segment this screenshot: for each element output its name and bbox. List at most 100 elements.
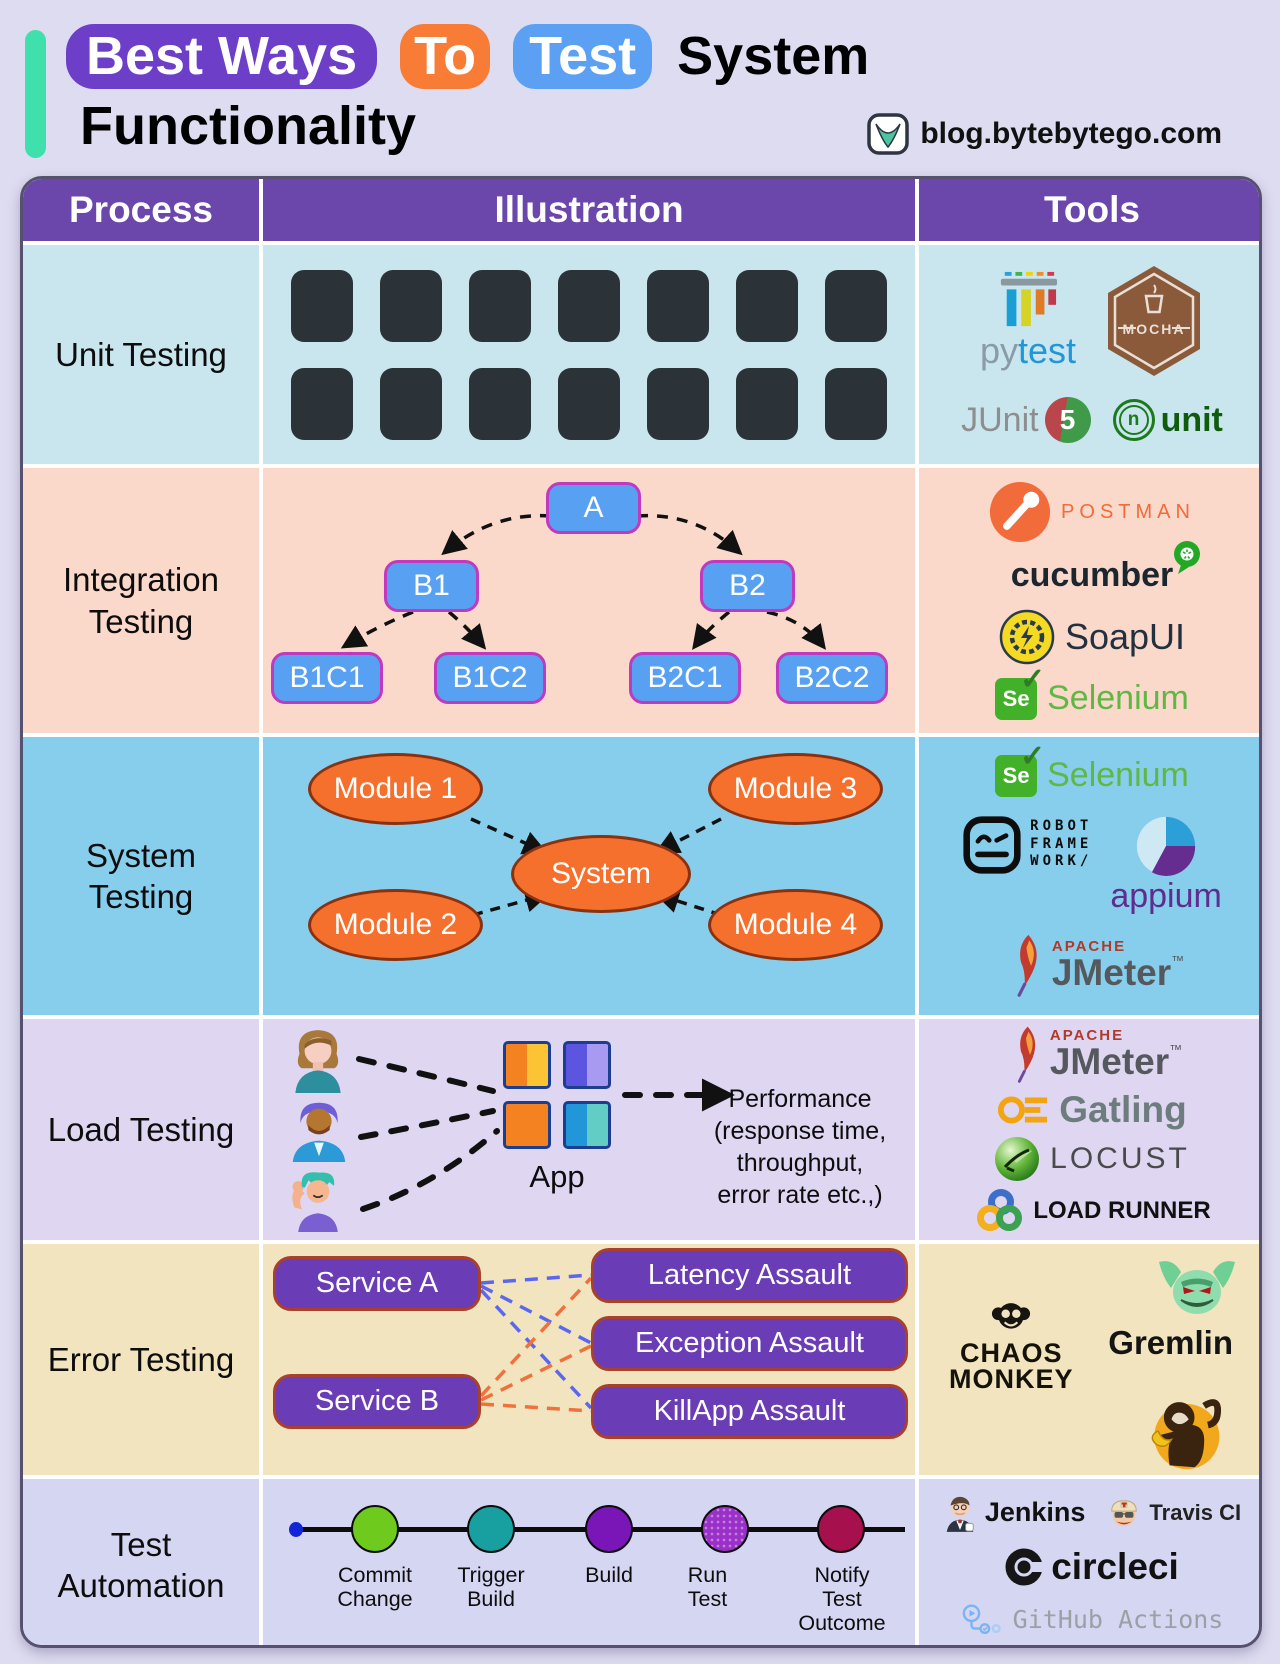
jmeter-tm: ™ [1169, 1041, 1183, 1057]
unit-illustration [263, 245, 915, 464]
pytest-icon [1000, 271, 1058, 327]
system-node-module3: Module 3 [708, 753, 883, 825]
system-node-center: System [511, 835, 691, 913]
circleci-label: circleci [1051, 1546, 1179, 1587]
column-header-illustration: Illustration [263, 179, 915, 241]
system-illustration: Module 1 Module 3 System Module 2 Module… [263, 737, 915, 1015]
pipeline-step-notify [817, 1505, 865, 1553]
gatling-icon [998, 1096, 1048, 1124]
chaos-label-line1: CHAOS [960, 1338, 1063, 1368]
integration-node-b1c1: B1C1 [271, 652, 383, 704]
system-node-module1: Module 1 [308, 753, 483, 825]
locust-icon [995, 1137, 1040, 1182]
jmeter-tm: ™ [1171, 953, 1185, 969]
appium-logo: appium [1110, 815, 1222, 916]
apache-feather-icon [1017, 1026, 1036, 1083]
selenium-check-icon: ✓ [1019, 739, 1046, 773]
selenium-icon: Se ✓ [995, 663, 1045, 720]
integration-illustration: A B1 B2 B1C1 B1C2 B2C1 B2C2 [263, 468, 915, 733]
pytest-label-py: py [979, 330, 1018, 371]
title-highlight-orange: To [400, 24, 491, 90]
error-service-b: Service B [273, 1374, 481, 1429]
code-block [558, 367, 620, 440]
error-assault-killapp: KillApp Assault [591, 1384, 908, 1439]
process-label-system: System Testing [23, 737, 259, 1015]
pipeline-step-label: Run Test [687, 1563, 728, 1612]
integration-node-b2: B2 [700, 560, 795, 612]
pipeline-step-commit [351, 1505, 399, 1553]
process-label-integration: Integration Testing [23, 468, 259, 733]
user-avatar-man [292, 1102, 346, 1163]
app-tile [563, 1041, 611, 1089]
site-url: blog.bytebytego.com [920, 117, 1222, 150]
code-block [647, 269, 709, 342]
mocha-badge-icon: MOCHA [1108, 266, 1201, 376]
junit5-icon: 5 [1044, 397, 1091, 443]
monkey-illustration [1151, 1399, 1222, 1470]
jmeter-label: JMeter [1051, 952, 1172, 994]
robot-label-line3: WORK/ [1030, 853, 1093, 870]
code-block [736, 269, 798, 342]
chaos-monkey-logo: CHAOS MONKEY [949, 1300, 1074, 1392]
code-block [469, 367, 531, 440]
jenkins-icon [946, 1496, 974, 1532]
title-word-system: System [677, 26, 870, 86]
app-tiles [503, 1041, 611, 1149]
code-block-grid [291, 269, 887, 440]
title-highlight-purple: Best Ways [66, 24, 378, 90]
pipeline-step-label: Build [585, 1563, 633, 1587]
appium-icon [1136, 816, 1196, 876]
error-illustration: Service A Service B Latency Assault Exce… [263, 1244, 915, 1475]
error-assault-exception: Exception Assault [591, 1316, 908, 1371]
pytest-label-test: test [1018, 330, 1077, 371]
github-actions-label: GitHub Actions [1012, 1605, 1224, 1634]
app-tile [503, 1101, 551, 1149]
apache-label: APACHE [1051, 938, 1127, 956]
loadrunner-label: LOAD RUNNER [1033, 1197, 1211, 1225]
jenkins-label: Jenkins [984, 1497, 1086, 1527]
nunit-icon: n [1112, 399, 1155, 441]
user-avatar-woman [295, 1030, 341, 1093]
app-tile [563, 1101, 611, 1149]
junit-label: JUnit [961, 400, 1039, 439]
pipeline-step-label: Commit Change [337, 1563, 413, 1612]
code-block [825, 367, 887, 440]
selenium-check-icon: ✓ [1019, 662, 1046, 696]
soapui-label: SoapUI [1064, 615, 1186, 657]
cucumber-label: cucumber [1010, 556, 1174, 595]
robot-framework-icon [963, 815, 1021, 874]
apache-label: APACHE [1049, 1026, 1125, 1044]
pipeline-step-label: Trigger Build [457, 1563, 525, 1612]
error-tools: Gremlin CHAOS MONKEY [919, 1244, 1259, 1475]
automation-tools: Jenkins Travis CI circleci [919, 1479, 1259, 1645]
app-label: App [529, 1159, 585, 1194]
mocha-label: MOCHA [1123, 321, 1186, 337]
automation-illustration: Commit Change Trigger Build Build Run Te… [263, 1479, 915, 1645]
user-avatar-kid-waving [292, 1172, 338, 1233]
selenium-icon: Se ✓ [995, 740, 1045, 797]
github-actions-icon [962, 1604, 1001, 1634]
title-line2: Functionality [80, 96, 416, 157]
accent-bar [25, 30, 46, 158]
cucumber-icon [1174, 541, 1201, 575]
nunit-label: unit [1160, 400, 1223, 439]
robot-label-line2: FRAME [1030, 835, 1093, 852]
code-block [291, 367, 353, 440]
gatling-label: Gatling [1059, 1088, 1187, 1130]
system-node-module4: Module 4 [708, 889, 883, 961]
postman-label: POSTMAN [1061, 500, 1195, 523]
bytebytego-logo-icon [867, 113, 910, 155]
process-label-unit: Unit Testing [23, 245, 259, 464]
pipeline-step-runtest [701, 1505, 749, 1553]
locust-label: LOCUST [1050, 1142, 1190, 1176]
code-block [291, 269, 353, 342]
code-block [825, 269, 887, 342]
code-block [558, 269, 620, 342]
error-service-a: Service A [273, 1256, 481, 1311]
selenium-label: Selenium [1047, 679, 1189, 718]
gremlin-label: Gremlin [1108, 1324, 1233, 1361]
integration-node-b2c2: B2C2 [776, 652, 888, 704]
load-illustration: App Performance (response time, throughp… [263, 1019, 915, 1240]
selenium-badge-label: Se [1002, 762, 1030, 788]
process-label-load: Load Testing [23, 1019, 259, 1240]
